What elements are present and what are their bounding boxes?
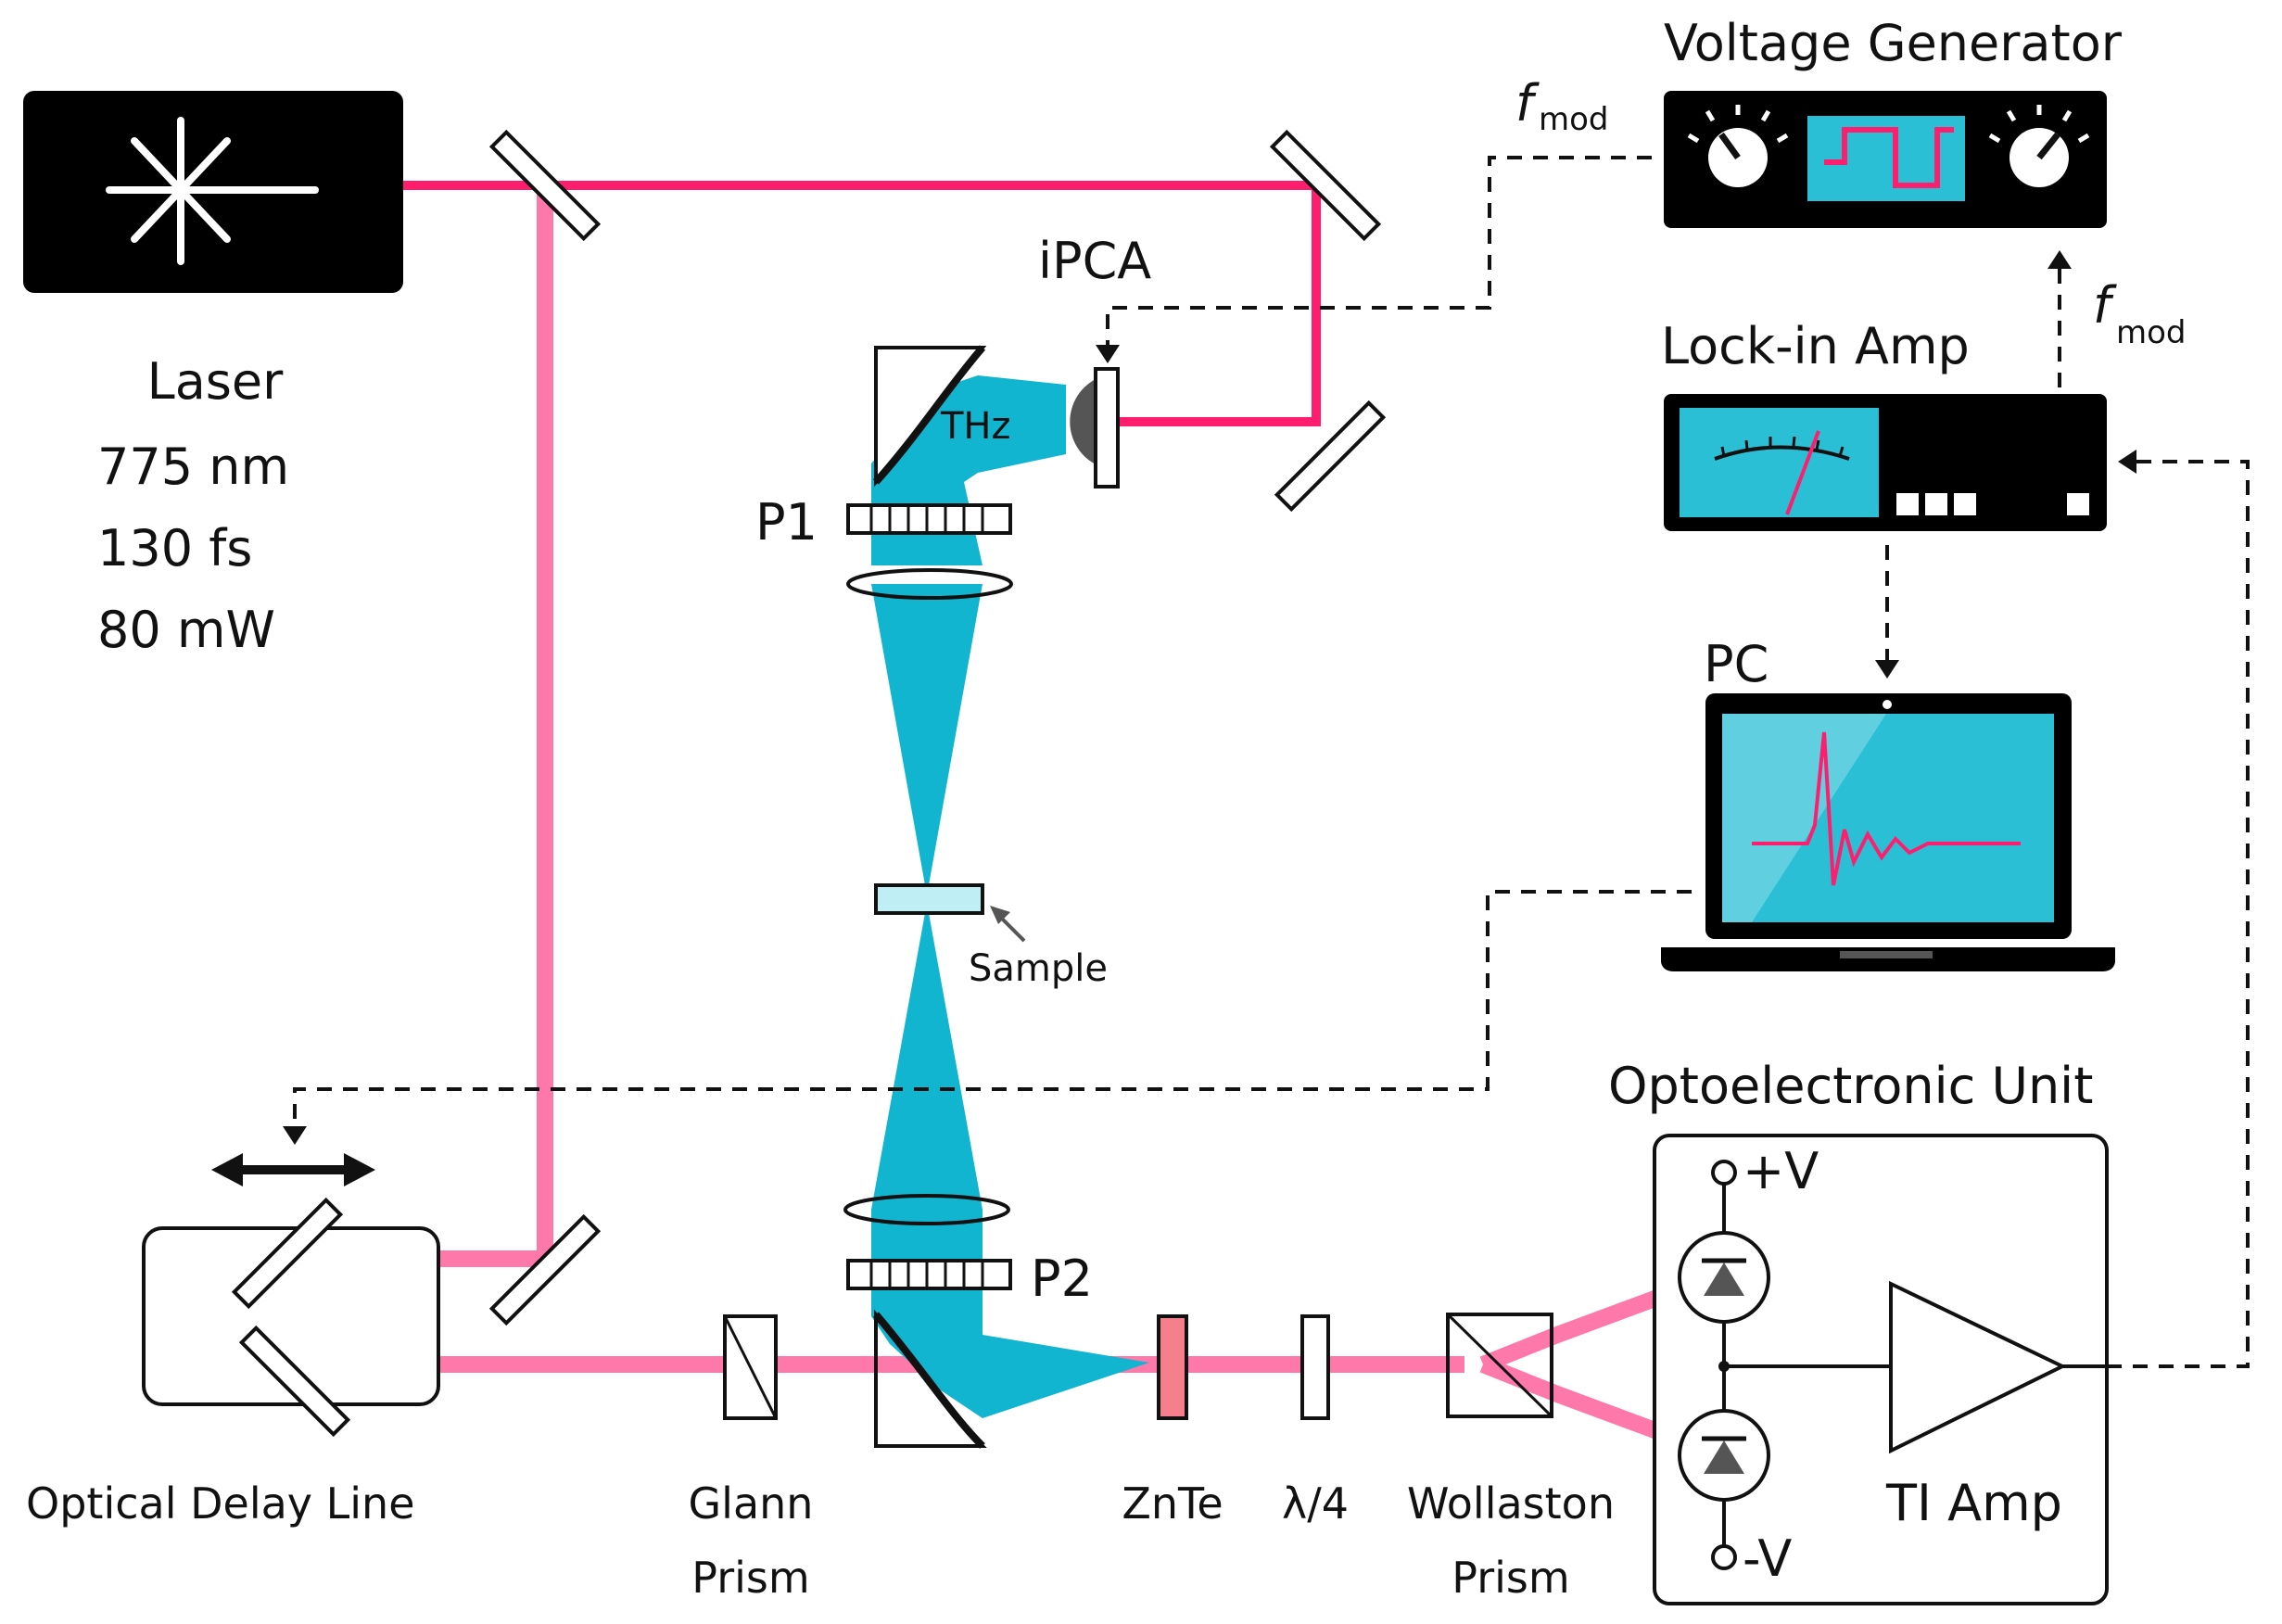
- lockin-needle: [1785, 430, 1820, 515]
- fmod-to-ipca-line: [1106, 156, 1652, 345]
- wollaston-label-1: Wollaston: [1407, 1478, 1615, 1529]
- beam-splitter: [488, 129, 602, 242]
- ipca-chip: [1094, 367, 1120, 488]
- laser-spec-wavelength: 775 nm: [97, 438, 289, 496]
- laptop-screen: [1722, 714, 2054, 922]
- quarter-wave-label: λ/4: [1282, 1478, 1349, 1529]
- plus-v-label: +V: [1743, 1142, 1819, 1200]
- delay-line-label: Optical Delay Line: [26, 1478, 415, 1529]
- voltage-generator-label: Voltage Generator: [1664, 14, 2123, 72]
- square-wave-display: [1807, 116, 1965, 201]
- amp-to-lockin-line: [2107, 460, 2250, 1368]
- fmod-left-f: f: [1515, 74, 1540, 133]
- knob-left-icon: [1687, 105, 1789, 187]
- plus-v-terminal: [1711, 1160, 1737, 1186]
- pc-laptop: PC: [1661, 635, 2115, 971]
- glann-label-1: Glann: [689, 1478, 814, 1529]
- pc-to-delay-line: [293, 890, 1692, 1126]
- lockin-buttons: [1896, 493, 2089, 515]
- pc-label: PC: [1704, 635, 1769, 693]
- thz-label: THz: [940, 405, 1011, 448]
- ipca-label: iPCA: [1038, 232, 1151, 290]
- camera-icon: [1883, 700, 1892, 709]
- mirror-pump-lower: [1274, 400, 1387, 513]
- thz-waveform-trace: [1752, 731, 2021, 886]
- wollaston-label-2: Prism: [1452, 1553, 1569, 1603]
- fmod-label-right: f mod: [2093, 276, 2187, 351]
- photodiode-lower-icon: [1678, 1409, 1770, 1502]
- laptop-base: [1661, 947, 2115, 971]
- double-arrow-icon: [211, 1153, 375, 1186]
- lock-in-amplifier: Lock-in Amp: [1661, 317, 2107, 531]
- glann-prism: Glann Prism: [689, 1314, 814, 1603]
- starburst-icon: [106, 117, 319, 265]
- minus-v-terminal: [1711, 1544, 1737, 1570]
- ipca-emitter: iPCA: [1038, 232, 1151, 488]
- optoelectronic-box: [1653, 1134, 2109, 1605]
- znte-label: ZnTe: [1122, 1478, 1223, 1529]
- lockin-label: Lock-in Amp: [1661, 317, 1970, 375]
- sample-holder: Sample: [874, 883, 1108, 990]
- parabolic-mirror-top: [873, 345, 987, 488]
- ti-amp-label: TI Amp: [1885, 1474, 2062, 1532]
- delay-stage-box: [142, 1226, 440, 1406]
- knob-right-icon: [1988, 105, 2090, 187]
- pc-arrow-icon: [1875, 660, 1899, 679]
- quarter-wave-plate: λ/4: [1282, 1314, 1349, 1529]
- lockin-arrow-icon: [2118, 450, 2136, 474]
- polarizer-p2: P2: [846, 1250, 1093, 1308]
- mirror-probe-lower: [488, 1213, 602, 1326]
- signal-connections: [283, 156, 2250, 1368]
- delay-mirror-lower: [238, 1325, 351, 1438]
- znte-crystal: ZnTe: [1122, 1314, 1223, 1529]
- ti-amp-triangle-icon: [1889, 1280, 2067, 1454]
- polarizer-p1: P1: [755, 493, 1012, 552]
- lockin-meter: [1680, 408, 1879, 517]
- lens-lower: [843, 1194, 1010, 1225]
- pump-beam-path: [403, 181, 1321, 426]
- wollaston-prism: Wollaston Prism: [1407, 1313, 1615, 1603]
- pump-beam-line: [403, 181, 1321, 426]
- parabolic-mirror-bottom: [872, 1309, 987, 1449]
- sample-label: Sample: [969, 947, 1108, 990]
- fmod-right-f: f: [2093, 276, 2117, 335]
- mirror-top-right: [1269, 129, 1382, 242]
- laser-title: Laser: [147, 352, 285, 411]
- p1-label: P1: [755, 493, 818, 552]
- glann-label-2: Prism: [691, 1553, 809, 1603]
- thz-beam-focus-lower: [871, 913, 983, 1210]
- laser-spec-power: 80 mW: [97, 601, 275, 659]
- fmod-right-sub: mod: [2116, 314, 2187, 351]
- laser-spec-pulse: 130 fs: [97, 519, 252, 577]
- fmod-label-left: f mod: [1515, 74, 1609, 138]
- ipca-arrow-icon: [1096, 345, 1120, 363]
- fmod-left-sub: mod: [1539, 101, 1609, 138]
- optoelectronic-label: Optoelectronic Unit: [1608, 1057, 2093, 1115]
- photodiode-upper-icon: [1678, 1231, 1770, 1324]
- minus-v-label: -V: [1743, 1529, 1792, 1588]
- p2-label: P2: [1031, 1250, 1093, 1308]
- optoelectronic-unit: Optoelectronic Unit +V -V TI Amp: [1608, 1057, 2109, 1605]
- sample-slab: [874, 883, 984, 915]
- thz-beam-focus-upper: [871, 584, 983, 885]
- delay-mirror-upper: [231, 1197, 344, 1310]
- lens-upper: [846, 568, 1013, 600]
- voltage-generator: Voltage Generator: [1664, 14, 2123, 228]
- delay-arrow-icon: [283, 1126, 307, 1145]
- generator-arrow-icon: [2047, 250, 2072, 269]
- optical-delay-line: Optical Delay Line: [26, 1153, 440, 1529]
- laser-source: Laser 775 nm 130 fs 80 mW: [23, 91, 403, 659]
